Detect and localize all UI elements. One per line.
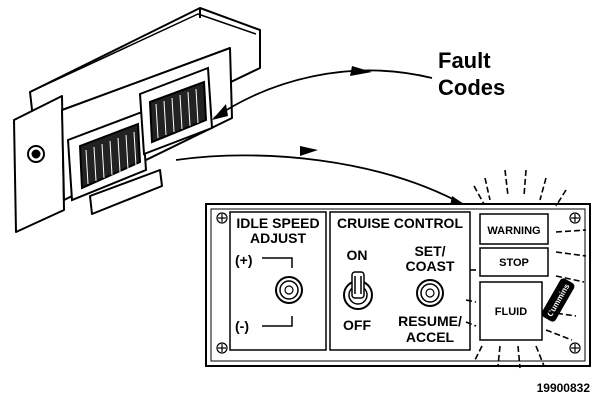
cruise-title: CRUISE CONTROL [337,215,463,231]
stop-label: STOP [499,257,529,269]
idle-section [229,211,327,351]
dash-panel: IDLE SPEED ADJUST (+) (-) CRUISE CONTROL… [205,203,591,367]
cruise-section [329,211,471,351]
cruise-resume-1: RESUME/ [398,313,462,329]
idle-bracket-bottom [262,316,293,327]
svg-text:Fault: Fault [438,48,491,73]
warning-lamp [479,213,549,245]
warning-label: WARNING [487,225,540,237]
panel-inner [210,208,586,362]
idle-plus: (+) [235,252,253,268]
fluid-lamp [479,281,543,341]
ecm-connector-right [138,66,214,156]
stop-lamp [479,247,549,277]
cruise-on: ON [347,247,368,263]
idle-title-1: IDLE SPEED [236,215,319,231]
idle-minus: (-) [235,318,249,334]
cruise-toggle-switch[interactable] [343,271,373,310]
lamp-section: WARNING STOP FLUID [479,213,549,341]
fault-codes-label: Fault Codes [438,48,505,100]
figure-ref: 19900832 [537,381,591,395]
fluid-label: FLUID [495,306,527,318]
arrowheads [212,66,470,208]
idle-knob[interactable] [275,276,303,304]
ecm-connector-left [66,110,148,202]
cruise-off: OFF [343,317,371,333]
cruise-resume-2: ACCEL [406,329,455,345]
cruise-set-1: SET/ [414,243,445,259]
fault-arrows [175,69,467,207]
cruise-set-resume-knob[interactable] [416,279,444,307]
idle-bracket-top [262,257,293,268]
idle-title-2: ADJUST [250,230,306,246]
cruise-set-2: COAST [406,258,455,274]
svg-text:Codes: Codes [438,75,505,100]
panel-screw [216,212,581,354]
lamp-glow-rays [465,169,587,369]
